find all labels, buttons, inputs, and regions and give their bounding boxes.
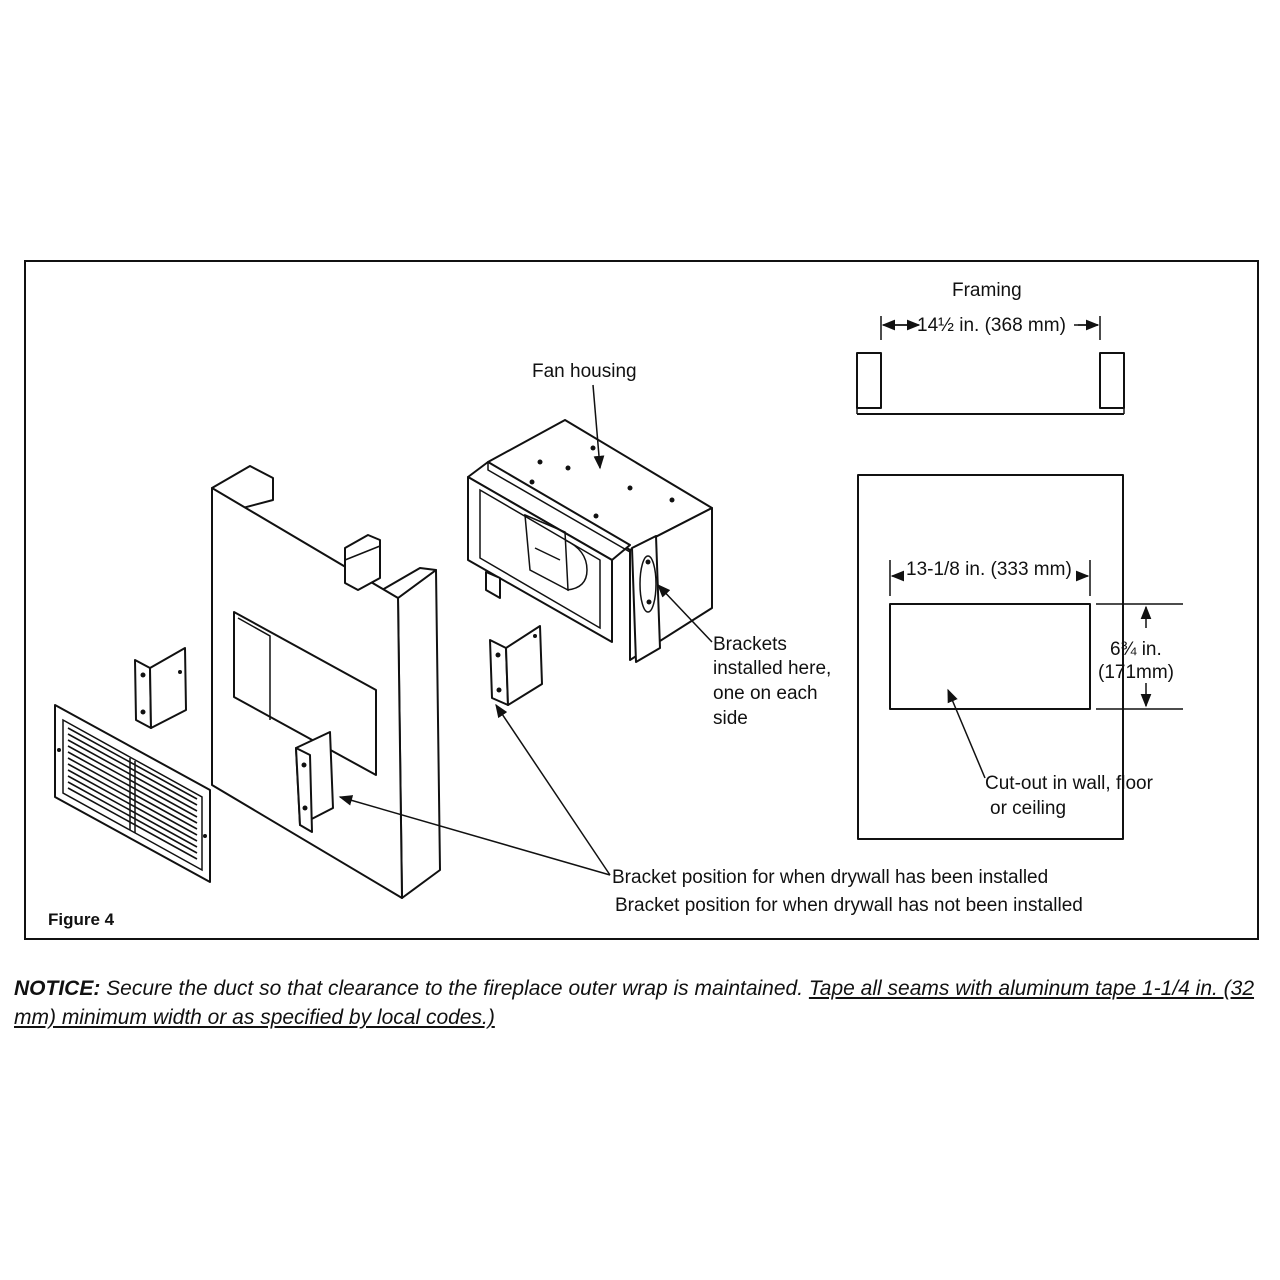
grille-slat bbox=[67, 769, 198, 842]
bracket-drywall-not-installed bbox=[489, 625, 543, 706]
label-brackets-3: one on each bbox=[713, 683, 818, 704]
label-cutout-1: Cut-out in wall, floor bbox=[985, 773, 1154, 794]
notice-text: Secure the duct so that clearance to the… bbox=[100, 977, 809, 1000]
label-cutout-width: 13-1/8 in. (333 mm) bbox=[906, 559, 1072, 580]
grille-slat bbox=[67, 733, 198, 806]
grille-slat bbox=[67, 739, 198, 812]
grille-slat bbox=[67, 787, 198, 860]
label-cutout-2: or ceiling bbox=[990, 798, 1066, 819]
leader-lines bbox=[338, 319, 1152, 876]
figure-caption: Figure 4 bbox=[48, 910, 115, 929]
label-cutout-height-in: 6¾ in. bbox=[1110, 639, 1162, 660]
grille-slat bbox=[67, 763, 198, 836]
label-bracket-drywall-installed: Bracket position for when drywall has be… bbox=[612, 867, 1048, 888]
grille-slat bbox=[67, 775, 198, 848]
label-framing: Framing bbox=[952, 280, 1022, 301]
notice-paragraph: NOTICE: Secure the duct so that clearanc… bbox=[14, 974, 1276, 1032]
notice-underlined-text: Tape all seams with aluminum tape 1-1/4 … bbox=[14, 977, 1255, 1029]
loose-bracket bbox=[134, 647, 187, 729]
grille-slat bbox=[67, 781, 198, 854]
label-brackets-2: installed here, bbox=[713, 658, 831, 679]
framing-drawing bbox=[856, 316, 1125, 415]
label-fan-housing: Fan housing bbox=[532, 361, 637, 382]
fan-housing-drawing bbox=[467, 419, 713, 663]
label-brackets-1: Brackets bbox=[713, 634, 787, 655]
grille-slat bbox=[67, 727, 198, 800]
label-cutout-height-mm: (171mm) bbox=[1098, 662, 1174, 683]
label-framing-width: 14½ in. (368 mm) bbox=[917, 315, 1066, 336]
grille-slat bbox=[67, 745, 198, 818]
grille bbox=[54, 704, 211, 883]
wall-panel bbox=[211, 465, 441, 899]
cutout-drawing bbox=[857, 474, 1183, 840]
grille-slat bbox=[67, 751, 198, 824]
notice-label: NOTICE: bbox=[14, 977, 101, 1000]
label-brackets-4: side bbox=[713, 708, 748, 729]
label-bracket-drywall-not-installed: Bracket position for when drywall has no… bbox=[615, 895, 1083, 916]
figure-frame bbox=[24, 260, 1259, 940]
grille-slat bbox=[67, 757, 198, 830]
